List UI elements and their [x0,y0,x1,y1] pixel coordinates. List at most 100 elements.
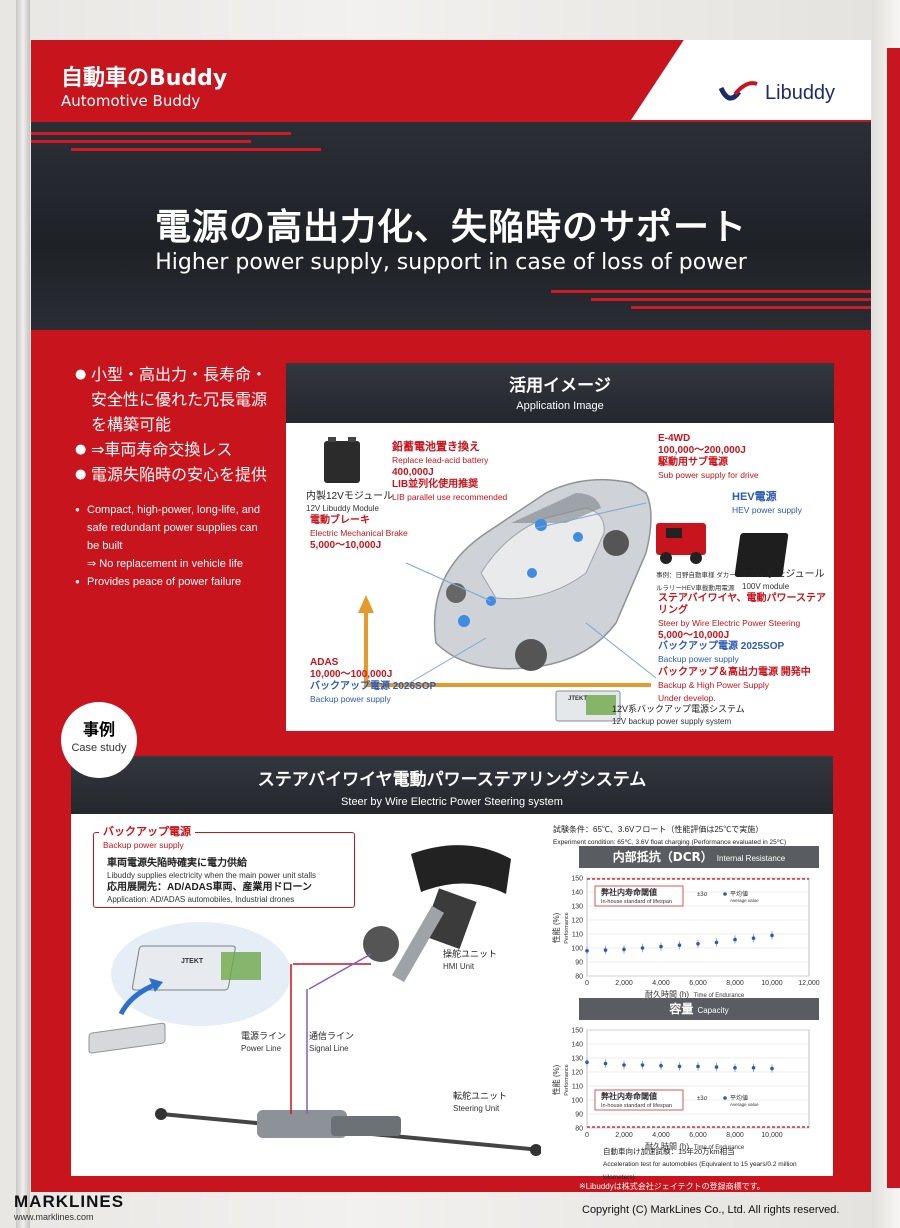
application-image-panel: 活用イメージ Application Image [286,363,834,731]
y-tick-label: 90 [575,1112,583,1119]
y-axis-label-en: Performance [564,1064,570,1096]
data-point [585,1060,589,1064]
data-point [733,1066,737,1070]
pouch-cell-image [88,1022,166,1054]
data-point [622,1063,626,1067]
y-tick-label: 140 [571,890,583,897]
chart-title-dcr: 内部抵抗（DCR）Internal Resistance [579,846,819,868]
feature-bullets: 小型・高出力・長寿命・安全性に優れた冗長電源を構築可能 ⇒車両寿命交換レス 電源… [75,362,270,591]
case-note-label: 事例：日野自動車様 ダカールラリーHEV車載動用電源 [656,572,736,592]
banner-stripe [71,148,321,151]
test-condition: 試験条件：65℃、3.6Vフロート（性能評価は25℃で実施）Experiment… [553,825,787,846]
data-point [659,944,663,949]
banner-stripe [31,140,251,143]
bullet-jp-sub: ⇒車両寿命交換レス [75,437,270,462]
backup-tag-en: Backup power supply [103,840,184,850]
data-point [770,1066,774,1071]
y-tick-label: 80 [575,974,583,981]
data-point [733,937,737,942]
performance-graphs: 試験条件：65℃、3.6Vフロート（性能評価は25℃で実施）Experiment… [547,824,827,1181]
y-tick-label: 140 [571,1042,583,1049]
legend-average: 平均値 [730,1094,748,1102]
legend-sigma: ±3σ [697,892,708,898]
lead-battery-label: 鉛蓄電池置き換え Replace lead-acid battery 400,0… [392,441,508,502]
car-wheel [603,530,629,556]
brand-logo: Libuddy [719,78,835,108]
y-tick-label: 100 [571,1098,583,1105]
poster: Libuddy 自動車のBuddy Automotive Buddy 電源の高出… [31,40,871,1192]
adas-label: ADAS 10,000～100,000J バックアップ電源 2026SOP Ba… [310,657,437,704]
x-tick-label: 2,000 [615,1132,633,1139]
hev-label: HEV電源 HEV power supply [732,491,802,515]
headline-jp: 電源の高出力化、失陥時のサポート [154,207,747,248]
bullet-en-sub: ⇒ No replacement in vehicle life [87,558,243,570]
y-tick-label: 150 [571,1028,583,1035]
case-panel-header: ステアバイワイヤ電動パワーステアリングシステム Steer by Wire El… [71,756,833,814]
x-tick-label: 2,000 [615,980,633,987]
data-point [603,948,608,952]
data-point [659,1063,663,1068]
backup-info-box [93,832,355,908]
y-axis-label-en: Performance [564,912,570,944]
car-wheel [446,583,466,603]
case-title-en: Steer by Wire Electric Power Steering sy… [341,796,563,808]
brand-name: Libuddy [765,81,836,104]
y-tick-label: 80 [575,1126,583,1133]
headline-banner: 電源の高出力化、失陥時のサポート Higher power supply, su… [31,122,871,330]
application-title-jp: 活用イメージ [509,376,611,396]
hev-module-image [734,533,789,577]
case-title-jp: ステアバイワイヤ電動パワーステアリングシステム [257,770,647,790]
marklines-watermark: MARKLINES www.marklines.com [14,1192,124,1222]
bullet-jp: 小型・高出力・長寿命・安全性に優れた冗長電源を構築可能 [75,362,270,437]
steer-label: ステアバイワイヤ、電動パワーステアリング Steer by Wire Elect… [658,593,826,641]
x-axis-label: 耐久時間 (h) [645,989,689,999]
steering-wheel-image [411,845,511,894]
dakar-truck-image [656,523,706,555]
banner-stripe [31,132,291,135]
jtekt-module-label: JTEKT [181,958,204,965]
section-title-jp: 自動車のBuddy [61,66,228,91]
power-flow-arrow [364,613,651,687]
case-study-panel: ステアバイワイヤ電動パワーステアリングシステム Steer by Wire El… [71,756,833,1181]
marklines-logo-text: MARKLINES [14,1192,125,1211]
section-title-en: Automotive Buddy [61,92,201,110]
legend-box [594,885,684,907]
trademark-note: ※Libuddyは株式会社ジェイテクトの登録商標です。 [579,1182,765,1191]
x-tick-label: 12,000 [798,980,820,987]
x-axis-label-en: Time of Endurance [694,993,745,999]
x-tick-label: 10,000 [761,1132,783,1139]
data-point [622,947,626,952]
legend-marker [723,1096,727,1100]
data-point [751,1066,756,1070]
legend-label: 弊社内寿命閾値 [601,887,657,897]
y-tick-label: 90 [575,960,583,967]
x-tick-label: 0 [585,980,589,987]
brake-label: 電動ブレーキ Electric Mechanical Brake 5,000～1… [310,515,408,551]
application-title-en: Application Image [516,400,604,412]
y-axis-label: 性能 (%) [551,912,561,943]
y-tick-label: 110 [572,932,583,939]
hmi-motor-image [363,926,399,962]
legend-label-en: In-house standard of lifespan [601,1103,672,1109]
legend-average-en: Average value [730,1102,759,1107]
x-tick-label: 10,000 [761,980,783,987]
display-frame-left [16,0,30,1228]
car-wheel [515,639,547,671]
backup-tag-jp: バックアップ電源 [99,826,195,838]
legend-average-en: Average value [730,898,759,903]
data-point [640,1063,645,1067]
legend-label-en: In-house standard of lifespan [601,899,672,905]
adjacent-poster-edge [887,48,900,1188]
data-point [640,946,645,950]
data-point [677,1064,682,1069]
x-axis-label: 耐久時間 (h) [645,1141,689,1151]
